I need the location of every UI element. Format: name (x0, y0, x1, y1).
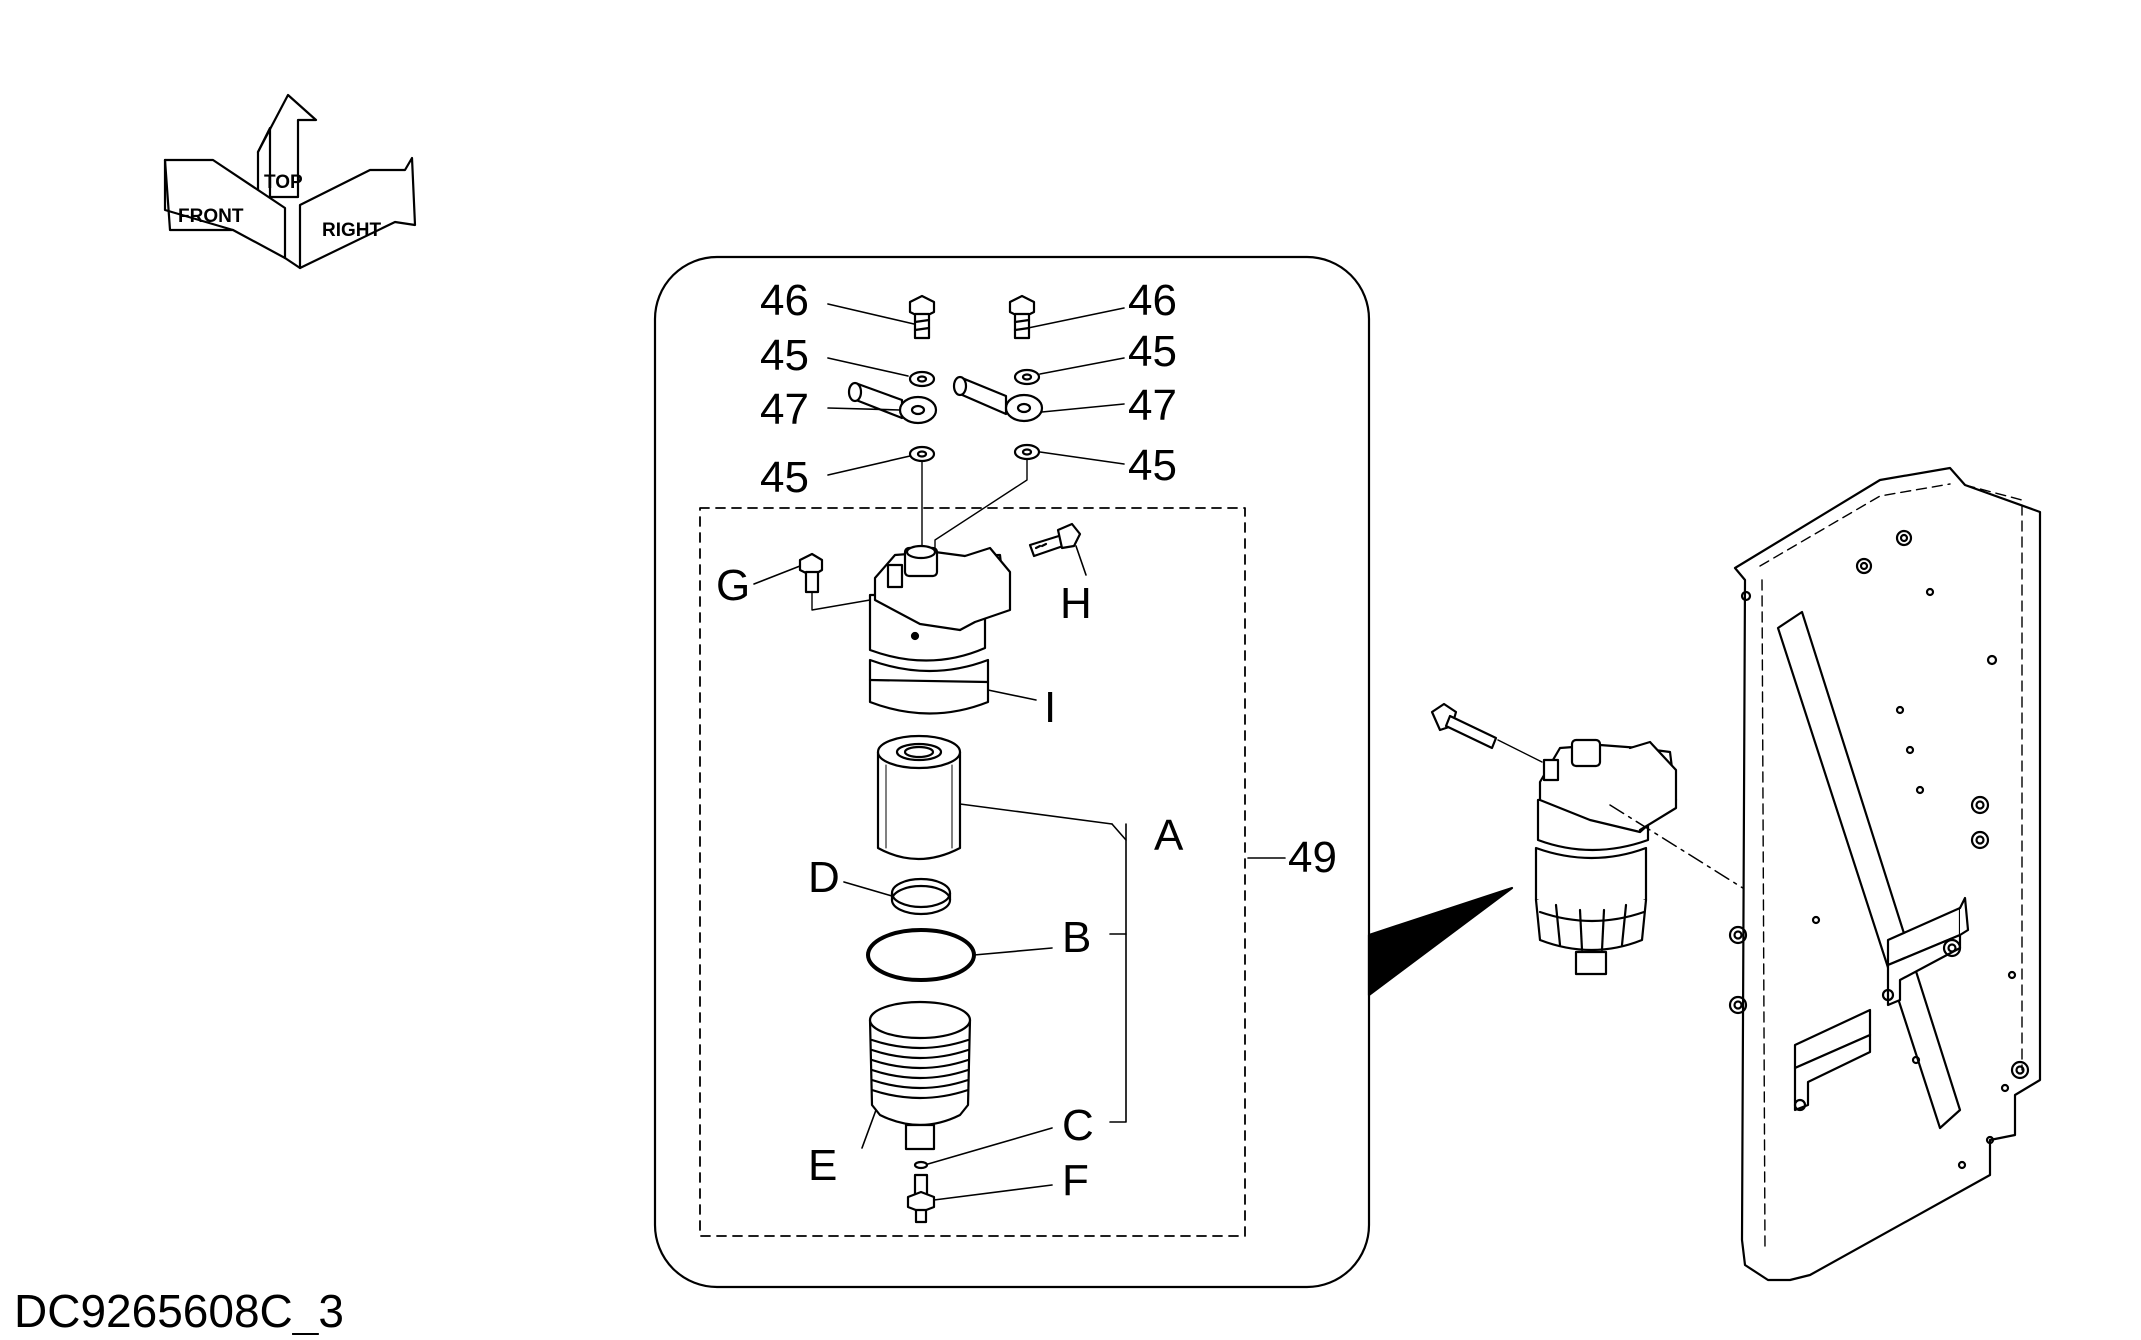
callout-47-left: 47 (760, 385, 809, 434)
eye-joint-left (847, 381, 938, 425)
washer-upper-right (1013, 368, 1041, 386)
eye-joint-right (952, 375, 1044, 423)
washer-lower-left (908, 445, 936, 463)
drawing-code: DC9265608C_3 (14, 1285, 344, 1335)
detail-frame (653, 255, 1371, 1289)
bolt-h (1028, 522, 1082, 558)
installed-filter-assembly (1430, 702, 1678, 976)
bolt-g (798, 552, 824, 594)
callout-47-right: 47 (1128, 381, 1177, 430)
callout-46-left: 46 (760, 276, 809, 325)
callout-e: E (808, 1141, 837, 1190)
assembly-49-boundary (699, 507, 1246, 1237)
washer-upper-left (908, 370, 936, 388)
filter-head-ring (868, 658, 990, 715)
orientation-arrows-icon: FRONT TOP RIGHT (163, 93, 417, 270)
callout-f: F (1062, 1156, 1089, 1205)
orientation-top-label: TOP (264, 172, 303, 193)
callout-g: G (716, 561, 750, 610)
filter-element (876, 734, 962, 861)
o-ring-b (866, 928, 976, 982)
callout-c: C (1062, 1101, 1094, 1150)
callout-46-right: 46 (1128, 276, 1177, 325)
seal-ring-d (890, 877, 952, 909)
callout-a: A (1154, 811, 1184, 860)
callout-45-lower-left: 45 (760, 453, 809, 502)
callout-45-upper-left: 45 (760, 331, 809, 380)
callout-45-lower-right: 45 (1128, 441, 1177, 490)
orientation-right-label: RIGHT (322, 220, 382, 241)
callout-49: 49 (1288, 833, 1337, 882)
detail-pointer (1367, 886, 1514, 997)
leader-lines (753, 303, 1286, 1201)
o-ring-c (913, 1160, 929, 1170)
banjo-bolt-left (908, 294, 936, 340)
mounting-plate (1728, 466, 2042, 1282)
callout-45-upper-right: 45 (1128, 327, 1177, 376)
banjo-bolt-right (1008, 294, 1036, 340)
filter-head (868, 544, 1012, 662)
callout-h: H (1060, 579, 1092, 628)
washer-lower-right (1013, 443, 1041, 461)
callout-i: I (1044, 683, 1056, 732)
orientation-front-label: FRONT (178, 206, 244, 227)
callout-b: B (1062, 913, 1091, 962)
filter-bowl (868, 1000, 972, 1151)
callout-d: D (808, 853, 840, 902)
drain-plug-f (906, 1173, 936, 1224)
